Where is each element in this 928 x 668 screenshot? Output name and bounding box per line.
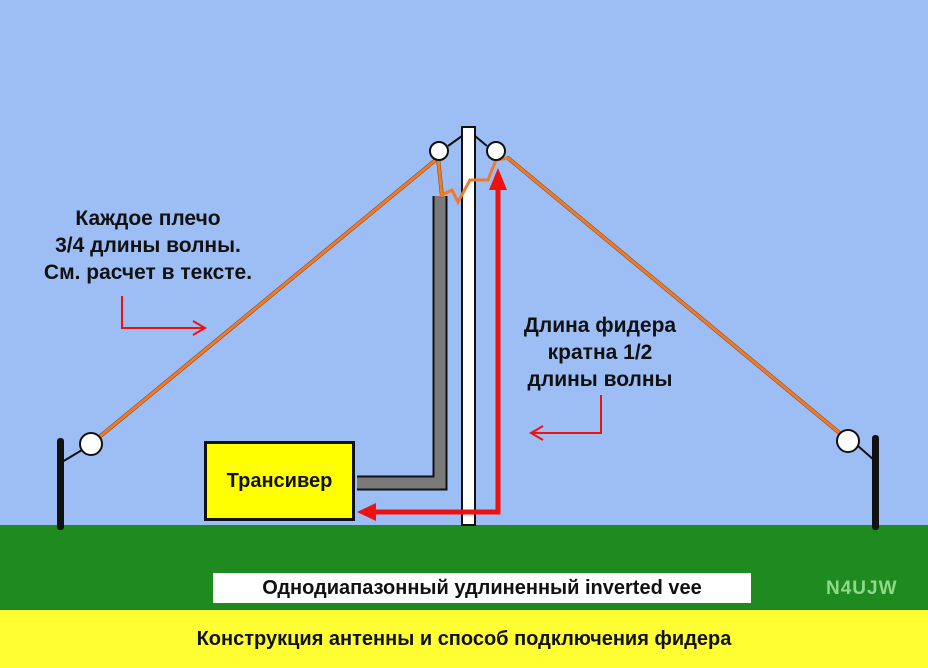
right-tie [857,445,875,461]
mast [461,126,476,526]
footer-banner: Конструкция антенны и способ подключения… [0,610,928,668]
right-end-insulator [836,429,860,453]
feeder-arrowhead-left [357,503,376,521]
footer-caption: Конструкция антенны и способ подключения… [196,627,732,650]
left-pointer-arrow [121,296,207,336]
feeder-arrowhead-up [489,168,507,190]
feeder-length-line [372,185,501,515]
antenna-type-label: Однодиапазонный удлиненный inverted vee [213,573,751,603]
right-stake [872,435,879,530]
transceiver-label: Трансивер [226,469,333,492]
left-end-insulator [79,432,103,456]
note-line: Длина фидера [523,314,677,337]
right-pointer-arrow [529,395,602,441]
element-length-note: Каждое плечо 3/4 длины волны. См. расчет… [20,205,276,286]
insulator-link-left [447,135,463,147]
insulator-link-right [474,135,488,147]
callsign-watermark: N4UJW [826,578,898,599]
antenna-wire-right [506,156,850,442]
left-stake [57,438,64,530]
coax-cable-fill [357,196,446,489]
note-line: См. расчет в тексте. [43,261,253,284]
top-right-insulator [486,141,506,161]
note-line: кратна 1/2 [547,341,653,364]
left-tie [61,449,83,463]
top-left-insulator [429,141,449,161]
note-line: Каждое плечо [75,207,221,230]
note-line: длины волны [527,368,673,391]
note-line: 3/4 длины волны. [55,234,241,257]
transceiver-box: Трансивер [204,441,355,521]
feeder-length-note: Длина фидера кратна 1/2 длины волны [508,312,692,393]
